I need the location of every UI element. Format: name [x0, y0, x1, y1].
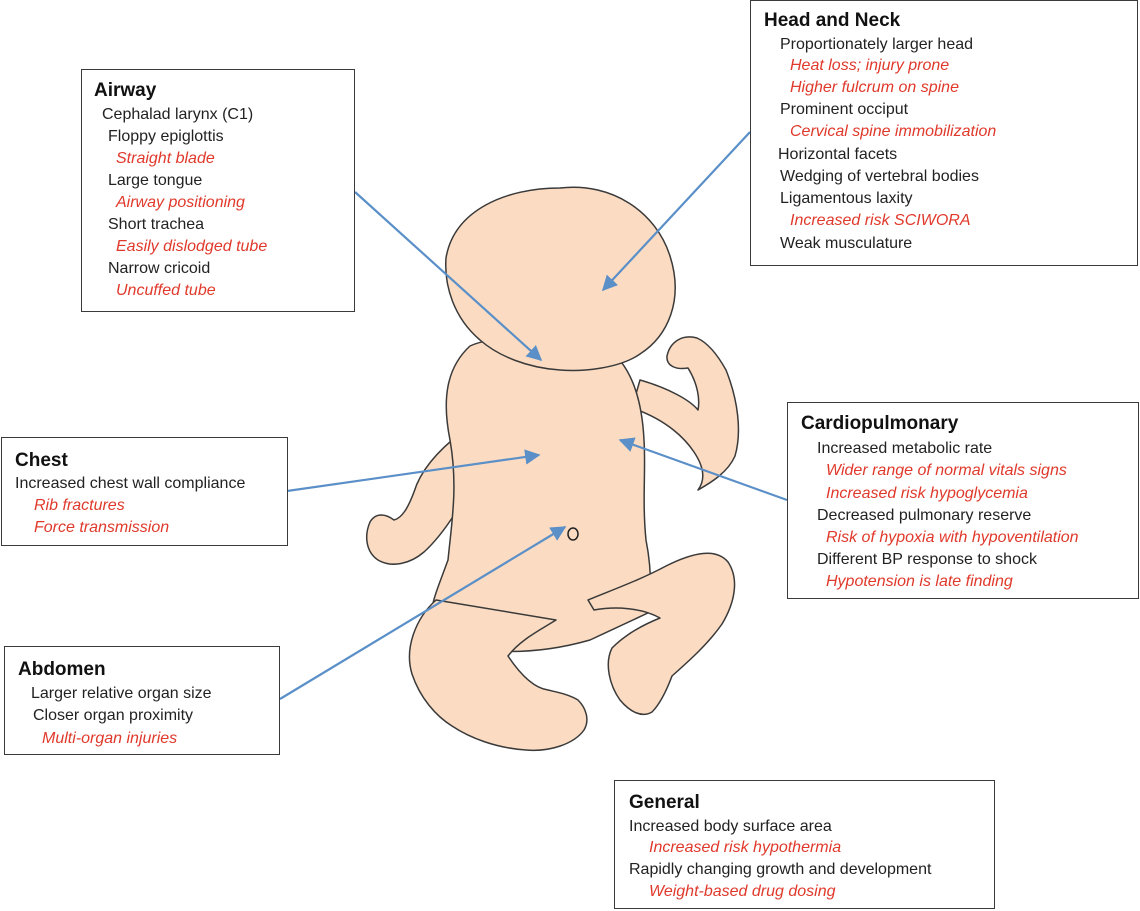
airway-title: Airway: [94, 80, 157, 101]
cardiopulmonary-line: Decreased pulmonary reserve: [817, 507, 1032, 524]
infant-left-leg: [408, 599, 588, 752]
airway-line: Uncuffed tube: [116, 282, 216, 299]
cardiopulmonary-arrow: [618, 437, 788, 502]
chest-line: Increased chest wall compliance: [15, 475, 246, 492]
general-box: General Increased body surface area Incr…: [614, 780, 995, 909]
head-neck-arrow: [601, 131, 751, 292]
cardiopulmonary-line: Wider range of normal vitals signs: [826, 462, 1067, 479]
airway-arrow: [354, 191, 543, 362]
general-title: General: [629, 792, 700, 813]
general-line: Increased body surface area: [629, 818, 832, 835]
chest-box: Chest Increased chest wall compliance Ri…: [1, 437, 288, 546]
head-neck-line: Cervical spine immobilization: [790, 123, 997, 140]
head-neck-line: Prominent occiput: [780, 101, 909, 118]
cardiopulmonary-line: Risk of hypoxia with hypoventilation: [826, 529, 1079, 546]
head-neck-line: Heat loss; injury prone: [790, 57, 950, 74]
head-neck-title: Head and Neck: [764, 10, 901, 31]
airway-line: Short trachea: [108, 216, 205, 233]
cardiopulmonary-box: Cardiopulmonary Increased metabolic rate…: [787, 402, 1139, 599]
general-line: Increased risk hypothermia: [649, 839, 842, 856]
airway-line: Cephalad larynx (C1): [102, 106, 254, 123]
infant-body: [365, 186, 740, 752]
cardiopulmonary-line: Hypotension is late finding: [826, 573, 1013, 590]
head-neck-line: Horizontal facets: [778, 146, 898, 163]
head-neck-line: Higher fulcrum on spine: [790, 79, 959, 96]
cardiopulmonary-title: Cardiopulmonary: [801, 413, 959, 434]
general-line: Rapidly changing growth and development: [629, 861, 932, 878]
infant-right-arm: [631, 336, 740, 491]
airway-line: Large tongue: [108, 172, 203, 189]
cardiopulmonary-line: Increased risk hypoglycemia: [826, 485, 1028, 502]
airway-line: Airway positioning: [116, 194, 245, 211]
head-neck-line: Ligamentous laxity: [780, 190, 913, 207]
airway-line: Narrow cricoid: [108, 260, 211, 277]
chest-line: Rib fractures: [34, 497, 125, 514]
airway-line: Straight blade: [116, 150, 215, 167]
abdomen-line: Closer organ proximity: [33, 707, 194, 724]
chest-line: Force transmission: [34, 519, 170, 536]
general-line: Weight-based drug dosing: [649, 883, 836, 900]
abdomen-line: Larger relative organ size: [31, 685, 212, 702]
chest-arrow: [286, 449, 541, 493]
infant-right-leg: [587, 552, 736, 716]
head-neck-box: Head and Neck Proportionately larger hea…: [750, 0, 1138, 266]
cardiopulmonary-line: Different BP response to shock: [817, 551, 1037, 568]
head-neck-line: Proportionately larger head: [780, 36, 974, 53]
abdomen-box: Abdomen Larger relative organ size Close…: [4, 646, 280, 755]
head-neck-line: Increased risk SCIWORA: [790, 212, 971, 229]
head-neck-line: Wedging of vertebral bodies: [780, 168, 979, 185]
pointer-arrows: [279, 131, 788, 700]
abdomen-arrow: [279, 526, 567, 700]
abdomen-title: Abdomen: [18, 659, 106, 680]
abdomen-line: Multi-organ injuries: [42, 730, 178, 747]
navel: [567, 527, 579, 541]
airway-line: Floppy epiglottis: [108, 128, 224, 145]
infant-left-arm: [365, 431, 481, 565]
airway-box: Airway Cephalad larynx (C1) Floppy epigl…: [81, 69, 355, 312]
head-neck-line: Weak musculature: [780, 235, 913, 252]
chest-title: Chest: [15, 450, 68, 471]
airway-line: Easily dislodged tube: [116, 238, 268, 255]
cardiopulmonary-line: Increased metabolic rate: [817, 440, 993, 457]
